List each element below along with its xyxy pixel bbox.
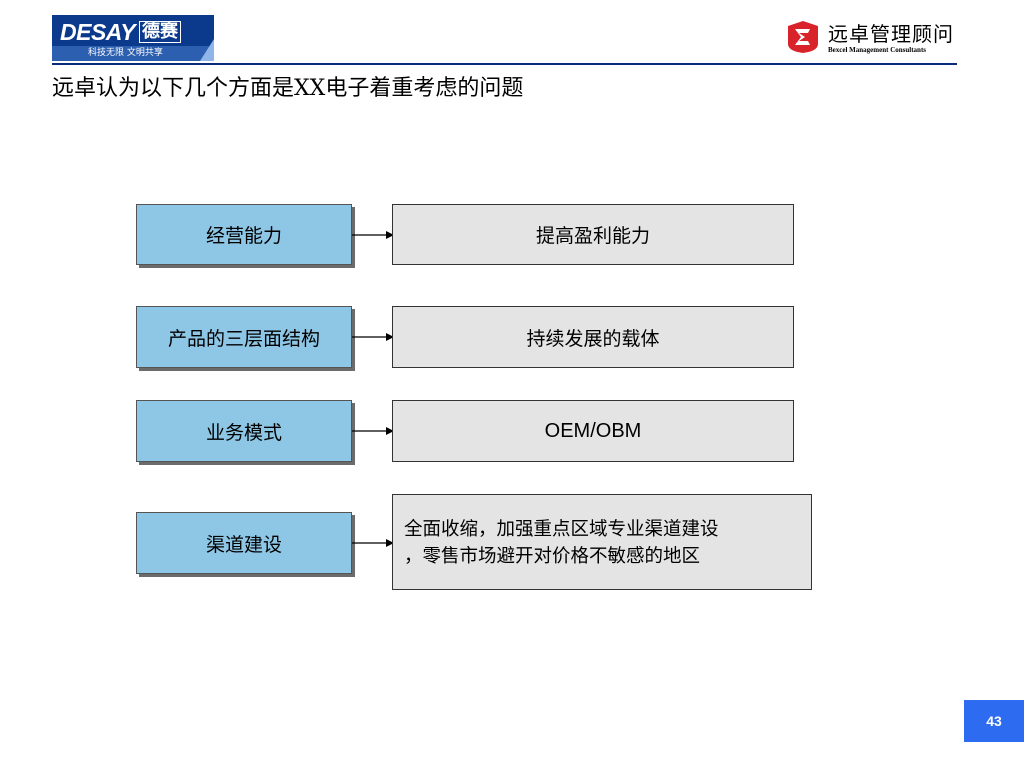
header-rule bbox=[52, 63, 957, 65]
page-number-badge: 43 bbox=[964, 700, 1024, 742]
desay-brand-cn: 德赛 bbox=[139, 21, 182, 43]
bexcel-mark-icon bbox=[788, 21, 818, 53]
arrow-icon bbox=[352, 231, 394, 239]
page-number: 43 bbox=[986, 713, 1002, 729]
detail-line-2: ，零售市场避开对价格不敏感的地区 bbox=[404, 546, 701, 567]
detail-line-1: 全面收缩，加强重点区域专业渠道建设 bbox=[404, 519, 719, 540]
desay-brand: DESAY 德赛 bbox=[60, 18, 182, 46]
detail-box-sustainable-development: 持续发展的载体 bbox=[392, 306, 794, 368]
desay-slogan: 科技无限 文明共享 bbox=[52, 46, 214, 61]
aspect-box-product-structure: 产品的三层面结构 bbox=[136, 306, 352, 368]
logo-stripe bbox=[200, 39, 214, 61]
aspect-label: 经营能力 bbox=[205, 225, 282, 247]
detail-box-oem-obm: OEM/OBM bbox=[392, 400, 794, 462]
page-title: 远卓认为以下几个方面是XX电子着重考虑的问题 bbox=[52, 76, 524, 101]
detail-label: 提高盈利能力 bbox=[535, 225, 650, 247]
desay-logo: DESAY 德赛 科技无限 文明共享 bbox=[52, 15, 214, 61]
detail-box-channel-strategy: 全面收缩，加强重点区域专业渠道建设 ，零售市场避开对价格不敏感的地区 bbox=[392, 494, 812, 590]
aspect-label: 产品的三层面结构 bbox=[167, 327, 320, 350]
aspect-box-business-model: 业务模式 bbox=[136, 400, 352, 462]
arrow-icon bbox=[352, 539, 394, 547]
bexcel-name-cn: 远卓管理顾问 bbox=[828, 22, 954, 46]
desay-brand-en: DESAY bbox=[60, 18, 136, 45]
arrow-icon bbox=[352, 427, 394, 435]
aspect-label: 业务模式 bbox=[205, 421, 282, 444]
bexcel-name-en: Bexcel Management Consultants bbox=[828, 46, 926, 54]
aspect-box-operating-capability: 经营能力 bbox=[136, 204, 352, 265]
detail-label: 持续发展的载体 bbox=[526, 327, 660, 350]
bexcel-logo: 远卓管理顾问 Bexcel Management Consultants bbox=[786, 18, 958, 56]
detail-box-profitability: 提高盈利能力 bbox=[392, 204, 794, 265]
aspect-label: 渠道建设 bbox=[205, 533, 282, 556]
aspect-box-channel-building: 渠道建设 bbox=[136, 512, 352, 574]
arrow-icon bbox=[352, 333, 394, 341]
detail-label: OEM/OBM bbox=[544, 419, 642, 442]
